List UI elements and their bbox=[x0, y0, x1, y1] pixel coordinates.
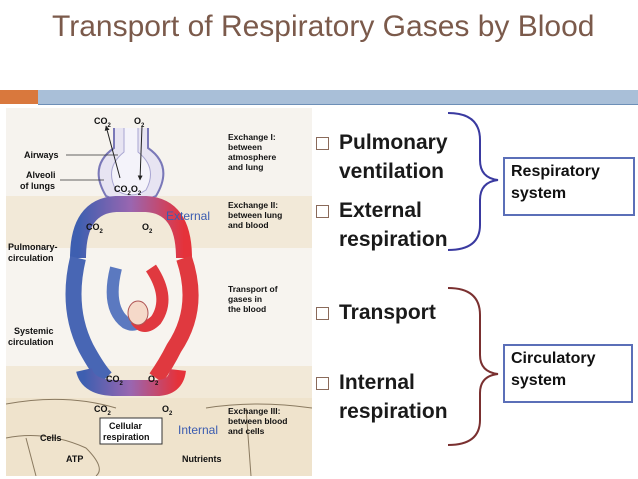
blue-vessel-left bbox=[65, 256, 112, 384]
tr-label-2: gases in bbox=[228, 294, 262, 304]
cellular-respiration-box bbox=[99, 417, 163, 445]
gas-transport-diagram: CO2 O2 CO2O2 CO2 O2 CO2 O2 CO2 O2 Cellul… bbox=[6, 108, 312, 476]
label-external: External bbox=[166, 209, 210, 223]
svg-text:CO2: CO2 bbox=[106, 374, 124, 387]
red-vessel-right bbox=[149, 255, 199, 383]
arrow-co2-out bbox=[104, 125, 121, 179]
bullet-text: Pulmonary ventilation bbox=[339, 128, 448, 186]
ex1-label-3: atmosphere bbox=[228, 152, 276, 162]
co2-cell-sub: 2 bbox=[108, 411, 112, 417]
co2o2-alveolus-sub2: 2 bbox=[138, 191, 142, 197]
label-airways: Airways bbox=[24, 150, 59, 160]
pulmonary-capillary bbox=[70, 196, 192, 259]
bullet-square-icon bbox=[316, 205, 329, 218]
label-alveoli-2: of lungs bbox=[20, 181, 55, 191]
cellular-label-1: Cellular bbox=[109, 421, 143, 431]
co2o2-alveolus-sub1: 2 bbox=[128, 191, 132, 197]
co2-air-label: CO bbox=[94, 116, 108, 126]
respiratory-line-1: Respiratory bbox=[511, 163, 600, 180]
bullet-transport: Transport bbox=[316, 298, 436, 327]
bullet-external-respiration: External respiration bbox=[316, 196, 448, 254]
ex1-label-1: Exchange I: bbox=[228, 132, 276, 142]
cell-outlines bbox=[6, 398, 312, 476]
svg-text:O2: O2 bbox=[148, 374, 159, 387]
heart-center bbox=[127, 300, 149, 326]
bullet-text: Internal respiration bbox=[339, 368, 448, 426]
svg-text:O2: O2 bbox=[142, 222, 153, 235]
slide-title: Transport of Respiratory Gases by Blood bbox=[52, 10, 595, 43]
bullet-line-2: ventilation bbox=[339, 160, 445, 183]
svg-text:O2: O2 bbox=[162, 404, 173, 417]
svg-text:O2: O2 bbox=[134, 116, 145, 129]
co2-tissue-sub: 2 bbox=[120, 381, 124, 387]
bullet-text: Transport bbox=[339, 298, 436, 327]
label-pulmonary-1: Pulmonary- bbox=[8, 242, 58, 252]
arrow-o2-in bbox=[137, 125, 143, 181]
ex1-label-4: and lung bbox=[228, 162, 263, 172]
co2o2-alveolus-label: CO bbox=[114, 184, 128, 194]
tr-label-1: Transport of bbox=[228, 284, 278, 294]
o2-tissue-sub: 2 bbox=[155, 381, 159, 387]
ex3-label-3: and cells bbox=[228, 426, 265, 436]
svg-text:CO2: CO2 bbox=[86, 222, 104, 235]
bullet-line-1: External bbox=[339, 199, 422, 222]
circulatory-line-1: Circulatory bbox=[511, 350, 596, 367]
title-accent-orange bbox=[0, 90, 38, 104]
co2-lung-sub: 2 bbox=[100, 229, 104, 235]
bullet-internal-respiration: Internal respiration bbox=[316, 368, 448, 426]
o2-cell-label: O bbox=[162, 404, 169, 414]
o2-lung-sub: 2 bbox=[149, 229, 153, 235]
co2-lung-label: CO bbox=[86, 222, 100, 232]
bullet-line-1: Internal bbox=[339, 371, 415, 394]
label-systemic-2: circulation bbox=[8, 337, 54, 347]
circulatory-line-2: system bbox=[511, 372, 567, 389]
label-internal: Internal bbox=[178, 423, 218, 437]
bullet-text: External respiration bbox=[339, 196, 448, 254]
bullet-pulmonary-ventilation: Pulmonary ventilation bbox=[316, 128, 448, 186]
bracket-circulatory bbox=[447, 287, 499, 446]
label-pulmonary-2: circulation bbox=[8, 253, 54, 263]
label-atp: ATP bbox=[66, 454, 83, 464]
tr-label-3: the blood bbox=[228, 304, 266, 314]
title-accent-blue bbox=[38, 90, 638, 104]
svg-text:CO2: CO2 bbox=[94, 404, 112, 417]
bullet-square-icon bbox=[316, 377, 329, 390]
svg-text:CO2O2: CO2O2 bbox=[114, 184, 142, 197]
o2-air-label: O bbox=[134, 116, 141, 126]
bullet-line-1: Pulmonary bbox=[339, 131, 448, 154]
o2-lung-label: O bbox=[142, 222, 149, 232]
ex2-label-2: between lung bbox=[228, 210, 282, 220]
co2-tissue-label: CO bbox=[106, 374, 120, 384]
respiratory-line-2: system bbox=[511, 185, 567, 202]
o2-tissue-label: O bbox=[148, 374, 155, 384]
bullet-line-2: respiration bbox=[339, 228, 448, 251]
bullet-square-icon bbox=[316, 307, 329, 320]
bullet-line-1: Transport bbox=[339, 301, 436, 324]
respiratory-system-box: Respiratory system bbox=[503, 157, 635, 216]
ex2-label-1: Exchange II: bbox=[228, 200, 278, 210]
o2-cell-sub: 2 bbox=[169, 411, 173, 417]
title-divider bbox=[38, 104, 638, 105]
ex2-label-3: and blood bbox=[228, 220, 269, 230]
co2-cell-label: CO bbox=[94, 404, 108, 414]
ex3-label-2: between blood bbox=[228, 416, 288, 426]
label-systemic-1: Systemic bbox=[14, 326, 54, 336]
bullet-line-2: respiration bbox=[339, 400, 448, 423]
label-cells: Cells bbox=[40, 433, 62, 443]
label-alveoli-1: Alveoli bbox=[26, 170, 56, 180]
bracket-respiratory bbox=[447, 112, 499, 251]
ex1-label-2: between bbox=[228, 142, 262, 152]
grouping-brackets bbox=[447, 112, 499, 446]
label-nutrients: Nutrients bbox=[182, 454, 222, 464]
o2-air-sub: 2 bbox=[141, 123, 145, 129]
cellular-label-2: respiration bbox=[103, 432, 150, 442]
systemic-capillary bbox=[76, 367, 186, 396]
bullet-square-icon bbox=[316, 137, 329, 150]
ex3-label-1: Exchange III: bbox=[228, 406, 281, 416]
circulatory-system-box: Circulatory system bbox=[503, 344, 633, 403]
co2o2-alveolus-o: O bbox=[131, 184, 138, 194]
